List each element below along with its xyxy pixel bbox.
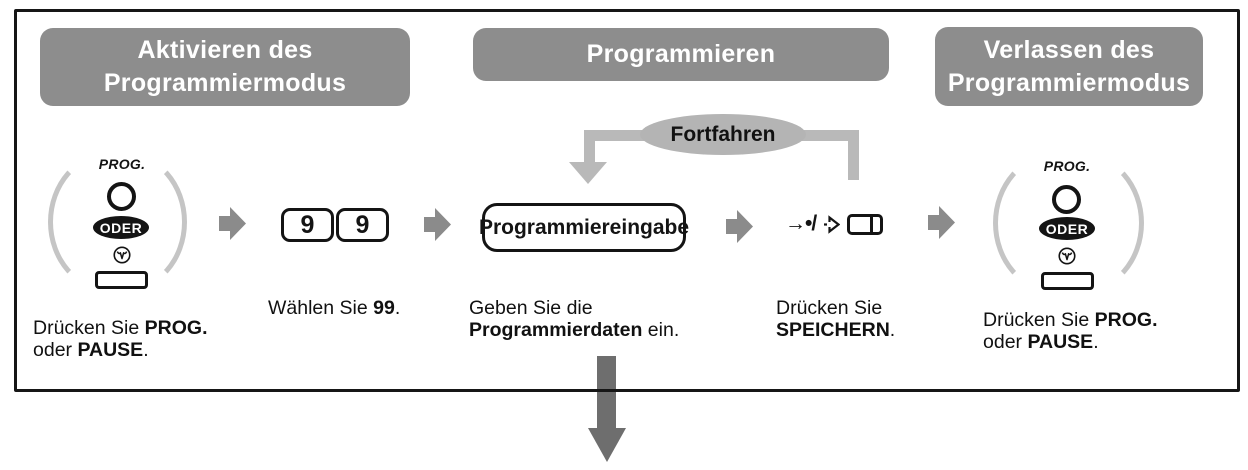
text-segment-bold: PROG. xyxy=(1094,309,1158,331)
right-pause-symbol-icon xyxy=(1058,247,1076,265)
store-symbol-text: →•/ xyxy=(785,212,817,235)
instruction-line: oder PAUSE. xyxy=(33,338,207,362)
header-program: Programmieren xyxy=(473,28,889,81)
text-segment: Drücken Sie xyxy=(33,317,145,339)
header-exit-line2: Programmiermodus xyxy=(947,68,1191,97)
hollow-arrow-icon xyxy=(824,214,841,234)
right-or-label: ODER xyxy=(1045,220,1089,237)
left-pause-symbol-icon xyxy=(113,246,131,264)
right-arrow-icon xyxy=(726,210,753,243)
instruction-line: SPEICHERN. xyxy=(776,318,896,342)
right-paren-open-icon xyxy=(993,152,1118,294)
text-segment-bold: SPEICHERN xyxy=(776,318,890,341)
instruction-line: Drücken Sie PROG. xyxy=(33,317,208,340)
text-segment: ein. xyxy=(642,318,680,341)
header-program-label: Programmieren xyxy=(586,40,776,68)
dial-key-9-first: 9 xyxy=(281,208,334,242)
instruction-dial-99: Wählen Sie 99. xyxy=(268,297,401,320)
loop-left-vertical xyxy=(584,130,595,164)
text-segment: oder xyxy=(983,330,1028,353)
text-segment: Geben Sie die xyxy=(469,297,593,319)
instruction-line: Drücken Sie PROG. xyxy=(983,309,1158,332)
program-entry-box: Programmiereingabe xyxy=(478,203,690,252)
text-segment: Drücken Sie xyxy=(983,309,1095,331)
right-pause-key-icon xyxy=(1041,272,1094,290)
instruction-line: oder PAUSE. xyxy=(983,330,1157,354)
instruction-enter-data: Geben Sie die Programmierdaten ein. xyxy=(469,297,680,342)
left-paren-close-icon xyxy=(62,151,187,293)
text-segment: oder xyxy=(33,338,78,361)
instruction-press-store: Drücken Sie SPEICHERN. xyxy=(776,297,896,342)
continue-label: Fortfahren xyxy=(670,122,776,146)
text-segment-bold: PAUSE xyxy=(1027,330,1094,353)
big-down-arrow-head-icon xyxy=(588,428,626,462)
flow-frame xyxy=(14,9,1240,392)
header-activate-line1: Aktivieren des xyxy=(137,36,313,64)
loop-left-horizontal xyxy=(584,130,645,141)
dial-key-9-first-label: 9 xyxy=(300,210,315,239)
loop-right-horizontal xyxy=(800,130,859,141)
text-segment: . xyxy=(1093,330,1099,353)
left-or-badge: ODER xyxy=(93,216,149,239)
store-key-divider xyxy=(870,216,874,232)
text-segment: Wählen Sie xyxy=(268,297,374,319)
instruction-line: Programmierdaten ein. xyxy=(469,318,680,342)
right-arrow-icon xyxy=(928,206,955,239)
left-pause-key-icon xyxy=(95,271,148,289)
left-paren-open-icon xyxy=(48,151,173,293)
header-activate-mode: Aktivieren des Programmiermodus xyxy=(40,28,410,106)
program-entry-label: Programmiereingabe xyxy=(478,215,690,239)
header-exit-line1: Verlassen des xyxy=(983,35,1155,64)
instruction-press-prog-right: Drücken Sie PROG. oder PAUSE. xyxy=(983,309,1158,354)
header-activate-line2: Programmiermodus xyxy=(103,69,347,97)
text-segment-bold: PROG. xyxy=(144,317,208,339)
right-prog-key-label: PROG. xyxy=(1043,158,1091,174)
text-segment: Drücken Sie xyxy=(776,297,883,319)
text-segment-bold: 99 xyxy=(373,297,395,319)
right-paren-close-icon xyxy=(1019,152,1144,294)
instruction-press-prog-left: Drücken Sie PROG. oder PAUSE. xyxy=(33,317,208,362)
right-circle-key-icon xyxy=(1052,185,1081,214)
loop-down-arrow-icon xyxy=(569,162,607,184)
text-segment: . xyxy=(143,338,149,361)
store-key-group: →•/ xyxy=(785,210,884,238)
dial-key-9-second: 9 xyxy=(336,208,389,242)
big-down-arrow-icon xyxy=(597,356,616,430)
text-segment-bold: PAUSE xyxy=(77,338,144,361)
left-circle-key-icon xyxy=(107,182,136,211)
text-segment: . xyxy=(889,318,896,341)
right-arrow-icon xyxy=(219,207,246,240)
text-segment: . xyxy=(394,297,401,319)
instruction-line: Drücken Sie xyxy=(776,297,895,320)
left-or-label: ODER xyxy=(99,219,143,236)
loop-right-vertical xyxy=(848,130,859,180)
instruction-line: Geben Sie die xyxy=(469,297,679,320)
store-key-icon xyxy=(847,213,884,235)
left-prog-key-label: PROG. xyxy=(98,156,146,172)
text-segment-bold: Programmierdaten xyxy=(469,318,643,341)
continue-badge: Fortfahren xyxy=(640,114,806,155)
right-arrow-icon xyxy=(424,208,451,241)
dial-key-9-second-label: 9 xyxy=(355,210,370,239)
header-exit-mode: Verlassen des Programmiermodus xyxy=(935,27,1203,106)
right-or-badge: ODER xyxy=(1039,217,1095,240)
